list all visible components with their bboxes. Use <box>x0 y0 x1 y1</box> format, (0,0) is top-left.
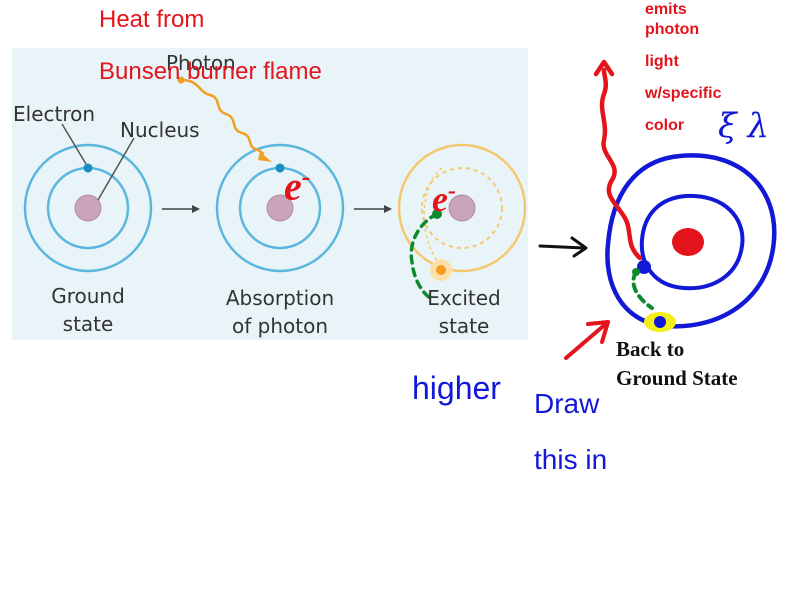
nucleus-dot <box>74 194 102 222</box>
ground-state-note: Ground State <box>616 366 738 390</box>
red-pointer-arrow <box>564 320 610 360</box>
electron-label: Electron <box>13 102 96 126</box>
nucleus-dot <box>448 194 476 222</box>
atom-absorption <box>215 143 345 273</box>
electron-pointer-line <box>61 123 87 165</box>
atom-ground-state <box>23 143 153 273</box>
excited-inner-orbit <box>421 167 503 249</box>
hand-nucleus <box>672 228 704 256</box>
electron-symbol-letter: e <box>432 179 448 219</box>
electron-dot <box>275 163 285 173</box>
this-in-label: this in <box>534 444 608 475</box>
excited-state-label: Excited state <box>414 284 514 340</box>
hand-ground-electron <box>654 316 666 328</box>
atom-excited <box>397 143 527 281</box>
w-specific-label: w/specific <box>645 85 722 102</box>
hand-green-dot <box>632 268 640 276</box>
hand-electron-dot <box>637 260 651 274</box>
color-label: color <box>645 117 685 134</box>
green-dashed-path <box>409 212 439 300</box>
excited-electron-dot <box>436 265 446 275</box>
electron-symbol-excited: e- <box>432 178 456 220</box>
electron-symbol-letter: e <box>284 163 302 209</box>
absorption-line-1: Absorption <box>225 286 335 310</box>
hand-inner-orbit <box>639 193 745 291</box>
ground-state-line-2: state <box>62 312 114 336</box>
electron-charge: - <box>301 162 311 191</box>
textbook-figure <box>12 48 528 340</box>
photon-word-label: photon <box>645 21 700 38</box>
back-to-label: Back to <box>616 337 685 361</box>
transition-arrow-1 <box>162 205 200 213</box>
nucleus-dot <box>266 194 294 222</box>
ground-state-line-1: Ground <box>51 284 125 308</box>
higher-label: higher <box>412 370 501 406</box>
electron-symbol-absorption: e- <box>284 162 310 209</box>
nucleus-pointer-line <box>97 137 135 201</box>
light-label: light <box>645 53 679 70</box>
outer-orbit <box>23 143 153 273</box>
excitation-path <box>423 167 443 263</box>
nucleus-label: Nucleus <box>120 118 200 142</box>
outer-orbit <box>215 143 345 273</box>
hand-drawn-arrow <box>538 236 588 258</box>
emitted-photon-squiggle <box>593 59 643 261</box>
emits-label: emits <box>645 1 687 18</box>
absorption-label: Absorption of photon <box>210 284 350 340</box>
heat-from-label: Heat from <box>99 6 205 33</box>
photon-label: Photon <box>166 51 236 75</box>
transition-arrow-2 <box>354 205 392 213</box>
hand-drawn-atom <box>605 153 777 332</box>
excited-line-1: Excited <box>427 286 501 310</box>
wavelength-symbol: ξ λ <box>718 106 770 146</box>
absorption-line-2: of photon <box>232 314 328 338</box>
draw-label: Draw <box>534 388 600 419</box>
photon-wave <box>177 76 272 162</box>
excited-line-2: state <box>438 314 490 338</box>
bunsen-burner-label: Bunsen burner flame <box>99 58 322 85</box>
excited-outer-orbit <box>397 143 527 273</box>
electron-dot <box>83 163 93 173</box>
electron-charge: - <box>447 178 456 204</box>
ground-state-label: Ground state <box>38 282 138 338</box>
hand-green-path <box>631 270 654 310</box>
